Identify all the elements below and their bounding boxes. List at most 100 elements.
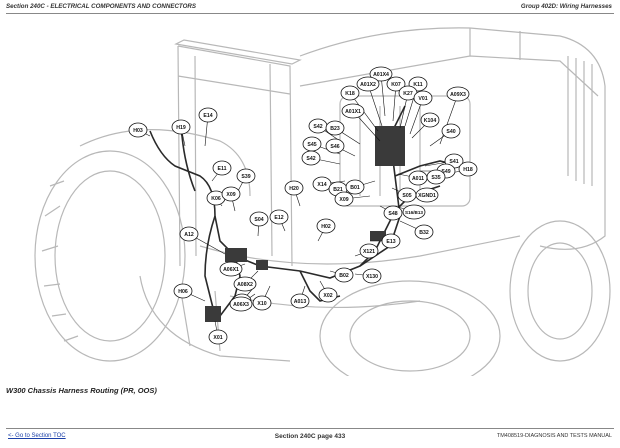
callout-bubble bbox=[252, 295, 272, 311]
callout-bubble bbox=[359, 243, 379, 259]
callout-h06: H06 bbox=[173, 283, 193, 299]
callout-bubble bbox=[334, 267, 354, 283]
callout-b23: B23 bbox=[325, 120, 345, 136]
callout-label: B23 bbox=[330, 126, 340, 132]
callout-label: H02 bbox=[321, 224, 331, 230]
callout-e12: E12 bbox=[269, 209, 289, 225]
callout-bubble bbox=[171, 119, 191, 135]
callout-bubble bbox=[341, 103, 365, 119]
figure-caption: W300 Chassis Harness Routing (PR, OOS) bbox=[6, 386, 157, 395]
callout-bubble bbox=[345, 179, 365, 195]
callout-label: H19 bbox=[176, 125, 186, 131]
callout-label: H06 bbox=[178, 289, 188, 295]
callout-bubble bbox=[229, 296, 253, 312]
callout-label: B01 bbox=[350, 185, 360, 191]
callout-bubble bbox=[334, 191, 354, 207]
callout-bubble bbox=[340, 85, 360, 101]
callout-label: E14 bbox=[203, 113, 212, 119]
callout-label: S41 bbox=[449, 159, 458, 165]
callout-bubble bbox=[413, 90, 433, 106]
callout-label: E12 bbox=[274, 215, 283, 221]
callout-label: X09 bbox=[226, 192, 235, 198]
callout-label: A01X1 bbox=[345, 109, 361, 115]
callout-label: X130 bbox=[366, 274, 378, 280]
callout-a08x2: A08X2 bbox=[233, 276, 257, 292]
callout-label: B02 bbox=[339, 273, 349, 279]
callout-bubble bbox=[249, 211, 269, 227]
callout-s46: S46 bbox=[325, 138, 345, 154]
page-number: Section 240C page 433 bbox=[274, 433, 346, 440]
callout-k27: K27 bbox=[398, 85, 418, 101]
callout-label: S42 bbox=[306, 156, 315, 162]
callout-a011: A011 bbox=[408, 170, 428, 186]
callout-bubble bbox=[386, 76, 406, 92]
callout-label: K18 bbox=[345, 91, 355, 97]
callout-bubble bbox=[290, 293, 310, 309]
callout-label: S42 bbox=[313, 124, 322, 130]
callout-a013: A013 bbox=[290, 293, 310, 309]
section-toc-link[interactable]: <- Go to Section TOC bbox=[8, 433, 66, 439]
callout-s35: S35 bbox=[426, 169, 446, 185]
tractor-body-art bbox=[34, 27, 611, 392]
group-title: Group 402D: Wiring Harnesses bbox=[520, 3, 612, 10]
callout-label: K104 bbox=[424, 118, 437, 124]
callout-bubble bbox=[458, 161, 478, 177]
callout-label: V01 bbox=[418, 96, 427, 102]
callout-bubble bbox=[312, 176, 332, 192]
callout-label: S49 bbox=[441, 169, 450, 175]
callout-x10: X10 bbox=[252, 295, 272, 311]
callout-bubble bbox=[301, 150, 321, 166]
callout-b32: B32 bbox=[414, 224, 434, 240]
callout-e11: E11 bbox=[212, 160, 232, 176]
callout-bubble bbox=[316, 218, 336, 234]
callout-label: K07 bbox=[391, 82, 401, 88]
callout-label: S40 bbox=[446, 129, 455, 135]
callout-v01: V01 bbox=[413, 90, 433, 106]
callout-label: S48 bbox=[388, 211, 397, 217]
callout-s45: S45 bbox=[302, 136, 322, 152]
callout-label: X09 bbox=[339, 197, 348, 203]
callout-label: A08X2 bbox=[237, 282, 253, 288]
callout-bubble bbox=[408, 170, 428, 186]
callout-bubble bbox=[173, 283, 193, 299]
callout-bubble bbox=[325, 120, 345, 136]
section-title: Section 240C - ELECTRICAL COMPONENTS AND… bbox=[6, 3, 196, 10]
callout-label: H20 bbox=[289, 186, 299, 192]
callout-h03: H03 bbox=[128, 122, 148, 138]
callout-label: E13 bbox=[386, 239, 395, 245]
callout-e14: E14 bbox=[198, 107, 218, 123]
manual-title: TM408519-DIAGNOSIS AND TESTS MANUAL bbox=[496, 433, 612, 439]
callout-label: K11 bbox=[413, 82, 422, 88]
callout-b01: B01 bbox=[345, 179, 365, 195]
callout-bubble bbox=[383, 205, 403, 221]
callout-a01x4: A01X4 bbox=[369, 66, 393, 82]
callout-label: X121 bbox=[363, 249, 375, 255]
callout-bubble bbox=[441, 123, 461, 139]
callout-h02: H02 bbox=[316, 218, 336, 234]
callout-s42: S42 bbox=[301, 150, 321, 166]
callout-label: H18 bbox=[463, 167, 473, 173]
callout-s04: S04 bbox=[249, 211, 269, 227]
header-divider bbox=[6, 13, 614, 14]
callout-bubble bbox=[446, 86, 470, 102]
callout-label: X02 bbox=[323, 293, 332, 299]
callout-a09x3: A09X3 bbox=[446, 86, 470, 102]
callout-bubble bbox=[198, 107, 218, 123]
callout-s48: S48 bbox=[383, 205, 403, 221]
callout-s39: S39 bbox=[236, 168, 256, 184]
callout-k07: K07 bbox=[386, 76, 406, 92]
callout-label: X14 bbox=[317, 182, 326, 188]
callout-label: K27 bbox=[403, 91, 413, 97]
callout-h19: H19 bbox=[171, 119, 191, 135]
callout-bubble bbox=[284, 180, 304, 196]
callout-bubble bbox=[415, 187, 439, 203]
callout-label: A12 bbox=[184, 232, 194, 238]
callout-bubble bbox=[381, 233, 401, 249]
callout-bubble bbox=[179, 226, 199, 242]
callout-bubble bbox=[128, 122, 148, 138]
callout-bubble bbox=[208, 329, 228, 345]
callout-label: H03 bbox=[133, 128, 143, 134]
callout-bubble bbox=[318, 287, 338, 303]
callout-label: A09X3 bbox=[450, 92, 466, 98]
